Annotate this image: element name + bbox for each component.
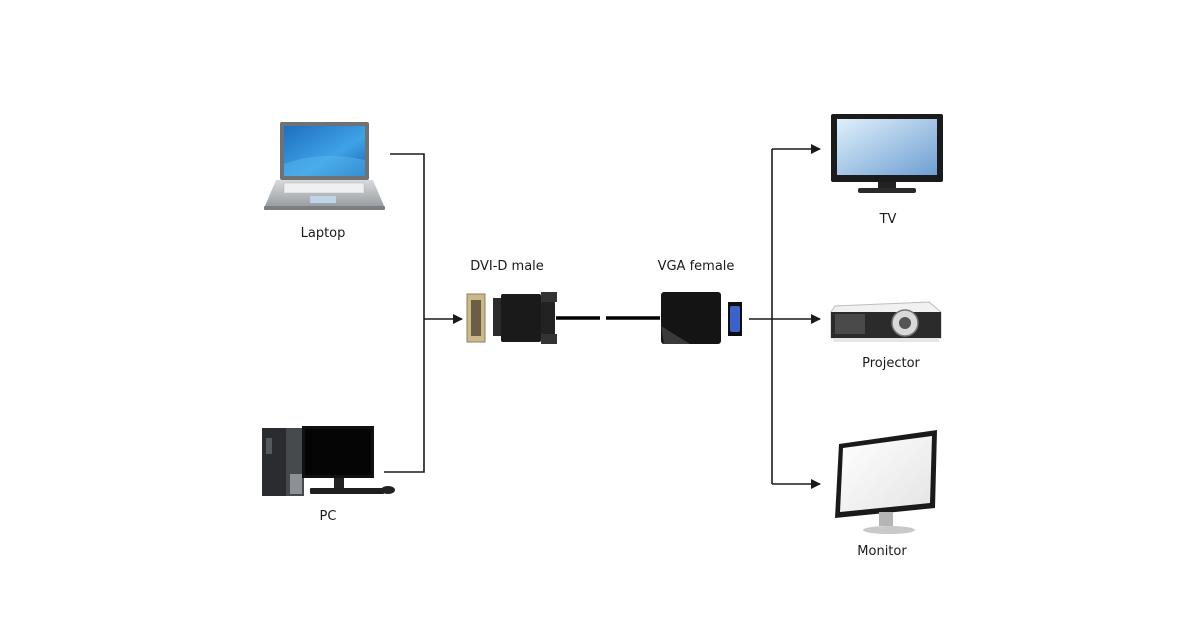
dvi-connector-icon [466,292,557,344]
tv-node [830,112,944,200]
wire-laptop [384,153,425,473]
vga-adapter-icon [661,292,742,344]
laptop-icon [264,122,385,210]
tv-label: TV [879,212,897,227]
laptop-label: Laptop [300,226,346,241]
monitor-label: Monitor [857,544,907,559]
projector-icon [830,301,942,342]
projector-label: Projector [862,356,920,371]
vga-adapter-node [660,290,745,350]
pc-label: PC [319,509,337,524]
dvi-label: DVI-D male [470,259,544,274]
monitor-icon [835,430,937,534]
tv-icon [831,114,943,193]
laptop-node [262,120,387,219]
pc-node [260,424,400,504]
dvi-connector-node [466,292,561,348]
desktop-pc-icon [262,426,395,496]
vga-label: VGA female [657,259,735,274]
projector-node [829,296,943,350]
monitor-node [833,430,939,540]
